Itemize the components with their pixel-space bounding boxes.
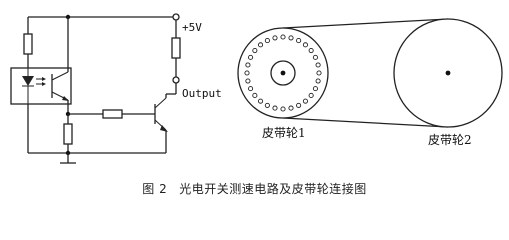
- pulley-slot-hole: [280, 106, 286, 112]
- pulley-slot-hole: [257, 98, 264, 104]
- pulley-slot-hole: [252, 48, 258, 54]
- pulley-slot-hole: [315, 62, 321, 68]
- belt-drive: 皮带轮1 皮带轮2: [237, 18, 503, 147]
- figure-canvas: +5V Output 皮带轮1 皮带轮2: [10, 13, 503, 164]
- base-resistor: [102, 109, 123, 119]
- pulley-2-label: 皮带轮2: [428, 133, 472, 147]
- pulley-slot-hole: [312, 86, 318, 92]
- supply-terminal: [172, 13, 180, 21]
- collector-resistor: [171, 37, 181, 59]
- pulley-slot-hole: [264, 38, 270, 44]
- output-label: Output: [182, 87, 222, 100]
- pulley-slot-hole: [245, 62, 251, 68]
- pulley-slot-hole: [280, 34, 286, 40]
- speed-sensor-circuit: +5V Output: [10, 13, 222, 164]
- belt-upper-run: [282, 18, 449, 29]
- figure-caption: 图 2 光电开关测速电路及皮带轮连接图: [0, 180, 509, 197]
- pulley-1-label: 皮带轮1: [262, 126, 306, 140]
- pulldown-resistor: [63, 123, 73, 145]
- pulley-slot-hole: [248, 54, 254, 60]
- pulley-slot-hole: [264, 102, 270, 108]
- pulley-slot-hole: [296, 102, 302, 108]
- pulley-slot-hole: [312, 54, 318, 60]
- pulley-slot-hole: [308, 48, 314, 54]
- pulley-slot-hole: [272, 35, 278, 41]
- infrared-led-icon: [22, 68, 46, 104]
- pulley-slot-hole: [248, 86, 254, 92]
- pulley-slot-hole: [302, 42, 309, 48]
- figure-number: 图 2: [142, 182, 168, 196]
- supply-voltage-label: +5V: [182, 21, 202, 34]
- pulley-slot-hole: [316, 70, 322, 76]
- belt-lower-run: [282, 117, 449, 128]
- pulley-slot-hole: [308, 92, 314, 98]
- optocoupler-package: [10, 67, 72, 105]
- pulley-slot-hole: [245, 78, 251, 84]
- pulley-slot-hole: [252, 92, 258, 98]
- npn-transistor-icon: [154, 94, 168, 153]
- led-series-resistor: [23, 33, 33, 55]
- output-terminal: [172, 76, 180, 84]
- pulley-1-slot-ring: [244, 34, 322, 112]
- pulley-slot-hole: [288, 35, 294, 41]
- pulley-slot-hole: [302, 98, 309, 104]
- caption-text: 光电开关测速电路及皮带轮连接图: [179, 182, 367, 196]
- pulley-slot-hole: [244, 70, 250, 76]
- pulley-slot-hole: [272, 105, 278, 111]
- pulley-slot-hole: [315, 78, 321, 84]
- ground-symbol-icon: [60, 153, 76, 164]
- pulley-1-axle: [280, 70, 286, 76]
- pulley-2-axle: [445, 70, 451, 76]
- pulley-slot-hole: [288, 105, 294, 111]
- pulley-slot-hole: [296, 38, 302, 44]
- pulley-slot-hole: [257, 42, 264, 48]
- phototransistor-icon: [51, 17, 69, 101]
